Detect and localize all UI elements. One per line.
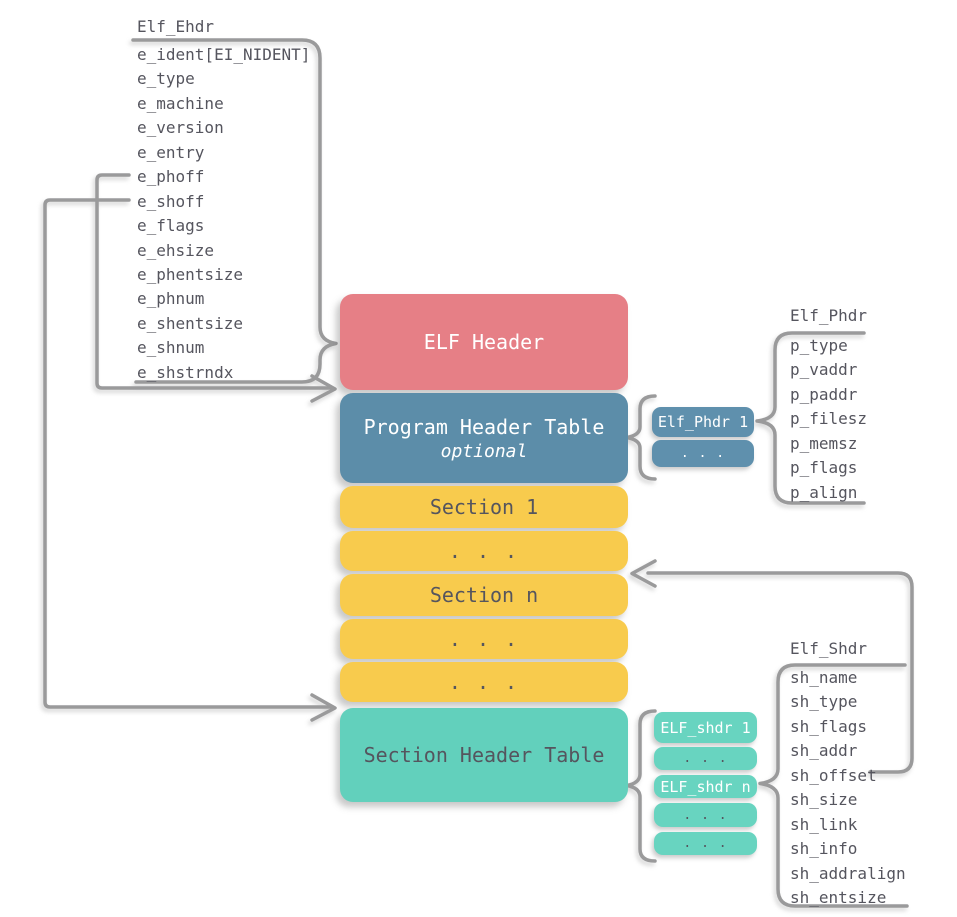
shdr-entry-ellipsis-box: . . .: [654, 747, 757, 770]
ehdr-field: e_shentsize: [137, 313, 243, 333]
elf-header-label: ELF Header: [423, 330, 545, 354]
shdr-entry-ellipsis-box: . . .: [654, 803, 757, 827]
section-1-label: Section 1: [429, 495, 539, 519]
shdr-brace: [758, 663, 909, 908]
program-header-table-label: Program Header Table: [363, 414, 605, 439]
ehdr-field: e_ident[EI_NIDENT]: [137, 45, 311, 64]
phdr-field: p_type: [790, 336, 848, 355]
shdr-entries-brace: [625, 709, 657, 863]
phdr-field: p_vaddr: [790, 360, 858, 380]
ehdr-field-list: e_ident[EI_NIDENT] e_type e_machine e_versi…: [137, 43, 310, 385]
section-1-box: Section 1: [340, 486, 628, 528]
shdr-field: sh_flags: [790, 716, 868, 736]
phdr-field: p_memsz: [790, 433, 858, 453]
shdr-field: sh_info: [790, 839, 858, 859]
sh-offset-arrow-line: [646, 571, 914, 774]
ehdr-field: e_shnum: [137, 338, 205, 358]
shdr-struct-title: Elf_Shdr: [790, 639, 868, 658]
ellipsis-label: . . .: [683, 836, 728, 851]
e-shoff-arrowhead: [310, 693, 337, 722]
section-n-box: Section n: [340, 574, 628, 616]
section-header-table-box: Section Header Table: [340, 708, 628, 802]
shdr-entry-n-box: ELF_shdr n: [654, 775, 757, 798]
shdr-field: sh_entsize: [790, 887, 887, 907]
shdr-field: sh_addralign: [790, 863, 906, 883]
phdr-entries-brace: [625, 394, 657, 481]
phdr-struct-title: Elf_Phdr: [790, 306, 868, 325]
e-shoff-arrow-line: [43, 198, 332, 709]
sections-ellipsis-box: . . .: [340, 662, 628, 702]
phdr-entry-1-label: Elf_Phdr 1: [657, 413, 749, 431]
ehdr-field: e_phoff: [137, 167, 205, 187]
ehdr-field: e_entry: [137, 142, 205, 162]
ehdr-struct-title: Elf_Ehdr: [137, 17, 215, 36]
section-header-table-label: Section Header Table: [363, 743, 605, 767]
ehdr-field: e_version: [137, 118, 224, 138]
phdr-entry-1-box: Elf_Phdr 1: [652, 407, 754, 437]
shdr-field: sh_size: [790, 790, 858, 810]
e-phoff-arrowhead: [310, 374, 337, 403]
phdr-field: p_filesz: [790, 409, 868, 429]
shdr-entry-1-box: ELF_shdr 1: [654, 712, 757, 743]
ehdr-field: e_phentsize: [137, 264, 243, 284]
ehdr-field: e_machine: [137, 93, 224, 113]
e-phoff-arrow-line: [95, 173, 332, 390]
ehdr-field: e_shstrndx: [137, 362, 234, 382]
ehdr-field: e_type: [137, 69, 195, 89]
ehdr-field: e_flags: [137, 216, 205, 236]
ehdr-field: e_phnum: [137, 289, 205, 309]
phdr-brace: [755, 331, 866, 505]
ehdr-field: e_ehsize: [137, 240, 215, 260]
sections-ellipsis-box: . . .: [340, 619, 628, 659]
section-n-label: Section n: [429, 583, 539, 607]
program-header-table-note: optional: [440, 440, 528, 462]
ellipsis-label: . . .: [448, 670, 520, 694]
shdr-entry-ellipsis-box: . . .: [654, 832, 757, 855]
phdr-field: p_flags: [790, 458, 858, 478]
shdr-field: sh_addr: [790, 741, 858, 761]
shdr-field: sh_name: [790, 668, 858, 687]
elf-header-box: ELF Header: [340, 294, 628, 390]
ellipsis-label: . . .: [448, 539, 520, 563]
program-header-table-box: Program Header Table optional: [340, 393, 628, 483]
shdr-field: sh_type: [790, 692, 858, 712]
sh-offset-arrowhead: [630, 559, 657, 588]
sections-ellipsis-box: . . .: [340, 531, 628, 571]
shdr-entry-1-label: ELF_shdr 1: [660, 718, 751, 737]
phdr-field: p_align: [790, 482, 858, 502]
ellipsis-label: . . .: [683, 751, 728, 766]
shdr-field: sh_link: [790, 814, 858, 834]
phdr-field-list: p_type p_vaddr p_paddr p_filesz p_memsz p_fla…: [790, 334, 867, 505]
ehdr-brace: [131, 38, 338, 384]
ellipsis-label: . . .: [683, 807, 728, 823]
phdr-entry-ellipsis-box: . . .: [652, 440, 754, 467]
ellipsis-label: . . .: [680, 446, 726, 461]
ehdr-field: e_shoff: [137, 191, 205, 211]
shdr-field: sh_offset: [790, 765, 877, 785]
shdr-entry-n-label: ELF_shdr n: [660, 777, 751, 796]
ellipsis-label: . . .: [448, 627, 520, 651]
phdr-field: p_paddr: [790, 384, 858, 404]
